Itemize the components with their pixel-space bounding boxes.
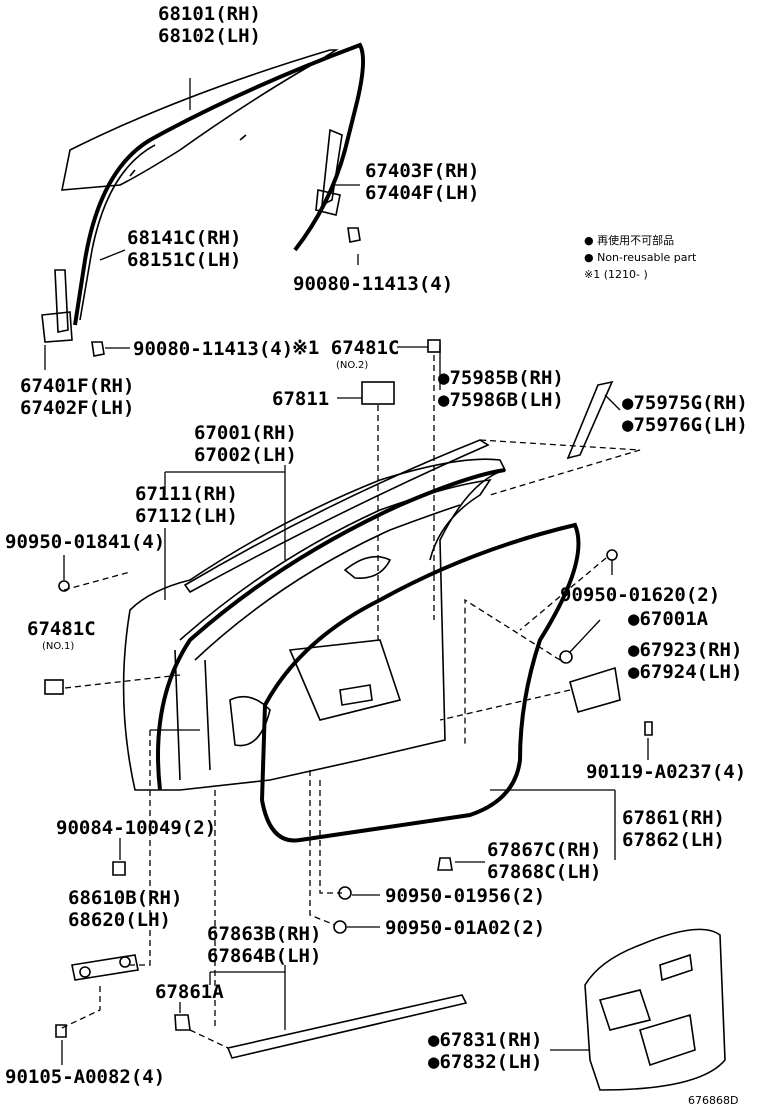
label-75975G: ●75975G(RH) [622, 392, 748, 414]
leader-lines [44, 78, 649, 1065]
label-67002: 67002(LH) [194, 444, 297, 466]
label-67811: 67811 [272, 388, 329, 410]
bracket-67923 [569, 666, 621, 713]
label-67924: ●67924(LH) [628, 661, 742, 683]
rocker-molding [226, 994, 468, 1059]
label-90950-01620: 90950-01620(2) [560, 584, 720, 606]
label-67831: ●67831(RH) [428, 1029, 542, 1051]
label-68610B: 68610B(RH) [68, 887, 182, 909]
label-68101: 68101(RH) [158, 3, 261, 25]
figure-code: 676868D [688, 1094, 738, 1107]
label-67404F: 67404F(LH) [365, 182, 479, 204]
label-67112: 67112(LH) [135, 505, 238, 527]
clip-no2 [427, 339, 441, 353]
label-67832: ●67832(LH) [428, 1051, 542, 1073]
door-glass [61, 49, 339, 191]
label-68141C: 68141C(RH) [127, 227, 241, 249]
label-90080-left: 90080-11413(4) [133, 338, 293, 360]
label-68620: 68620(LH) [68, 909, 171, 931]
label-67923: ●67923(RH) [628, 639, 742, 661]
label-67403F: 67403F(RH) [365, 160, 479, 182]
label-67402F: 67402F(LH) [20, 397, 134, 419]
label-67001A: ●67001A [628, 608, 709, 630]
label-67111: 67111(RH) [135, 483, 238, 505]
label-90084: 90084-10049(2) [56, 817, 216, 839]
door-weatherstrip [259, 522, 581, 843]
label-67481C-no2: ※1 67481C [292, 337, 399, 359]
label-75976G: ●75976G(LH) [622, 414, 748, 436]
part-labels: 68101(RH) 68102(LH) 67403F(RH) 67404F(LH… [5, 3, 748, 1107]
legend-non-reusable-en: ● Non-reusable part [584, 251, 697, 264]
label-90950-01956: 90950-01956(2) [385, 885, 545, 907]
label-68151C: 68151C(LH) [127, 249, 241, 271]
legend-non-reusable-jp: ● 再使用不可部品 [584, 233, 674, 247]
fasteners [55, 549, 653, 1038]
pillar-garnish [566, 380, 614, 460]
opening-weatherstrip [156, 468, 506, 791]
label-67863B: 67863B(RH) [207, 923, 321, 945]
label-67862: 67862(LH) [622, 829, 725, 851]
service-hole-cover [584, 928, 726, 1091]
label-67401F: 67401F(RH) [20, 375, 134, 397]
pad-67811 [361, 381, 395, 405]
label-75985B: ●75985B(RH) [438, 367, 564, 389]
label-67481C-no1: 67481C [27, 618, 96, 640]
label-67861A: 67861A [155, 981, 224, 1003]
label-90119: 90119-A0237(4) [586, 761, 746, 783]
label-67868C: 67868C(LH) [487, 861, 601, 883]
label-67481C-no2-sub: (NO.2) [336, 360, 368, 371]
label-67867C: 67867C(RH) [487, 839, 601, 861]
label-75986B: ●75986B(LH) [438, 389, 564, 411]
label-90950-01A02: 90950-01A02(2) [385, 917, 545, 939]
legend-note: ※1 (1210- ) [584, 268, 648, 281]
dashed-guides [61, 355, 641, 1049]
outer-belt-molding [183, 439, 490, 594]
label-90950-01841: 90950-01841(4) [5, 531, 165, 553]
legend: ● 再使用不可部品 ● Non-reusable part ※1 (1210- … [584, 233, 697, 281]
label-67864B: 67864B(LH) [207, 945, 321, 967]
label-68102: 68102(LH) [158, 25, 261, 47]
label-90080-top: 90080-11413(4) [293, 273, 453, 295]
door-check [71, 954, 139, 981]
label-67861: 67861(RH) [622, 807, 725, 829]
label-67481C-no1-sub: (NO.1) [42, 641, 74, 652]
glass-run-channel [73, 42, 365, 326]
clip-no1 [44, 679, 64, 695]
label-90105: 90105-A0082(4) [5, 1066, 165, 1088]
label-67001: 67001(RH) [194, 422, 297, 444]
rear-sash [315, 128, 361, 243]
front-sash [41, 269, 105, 357]
